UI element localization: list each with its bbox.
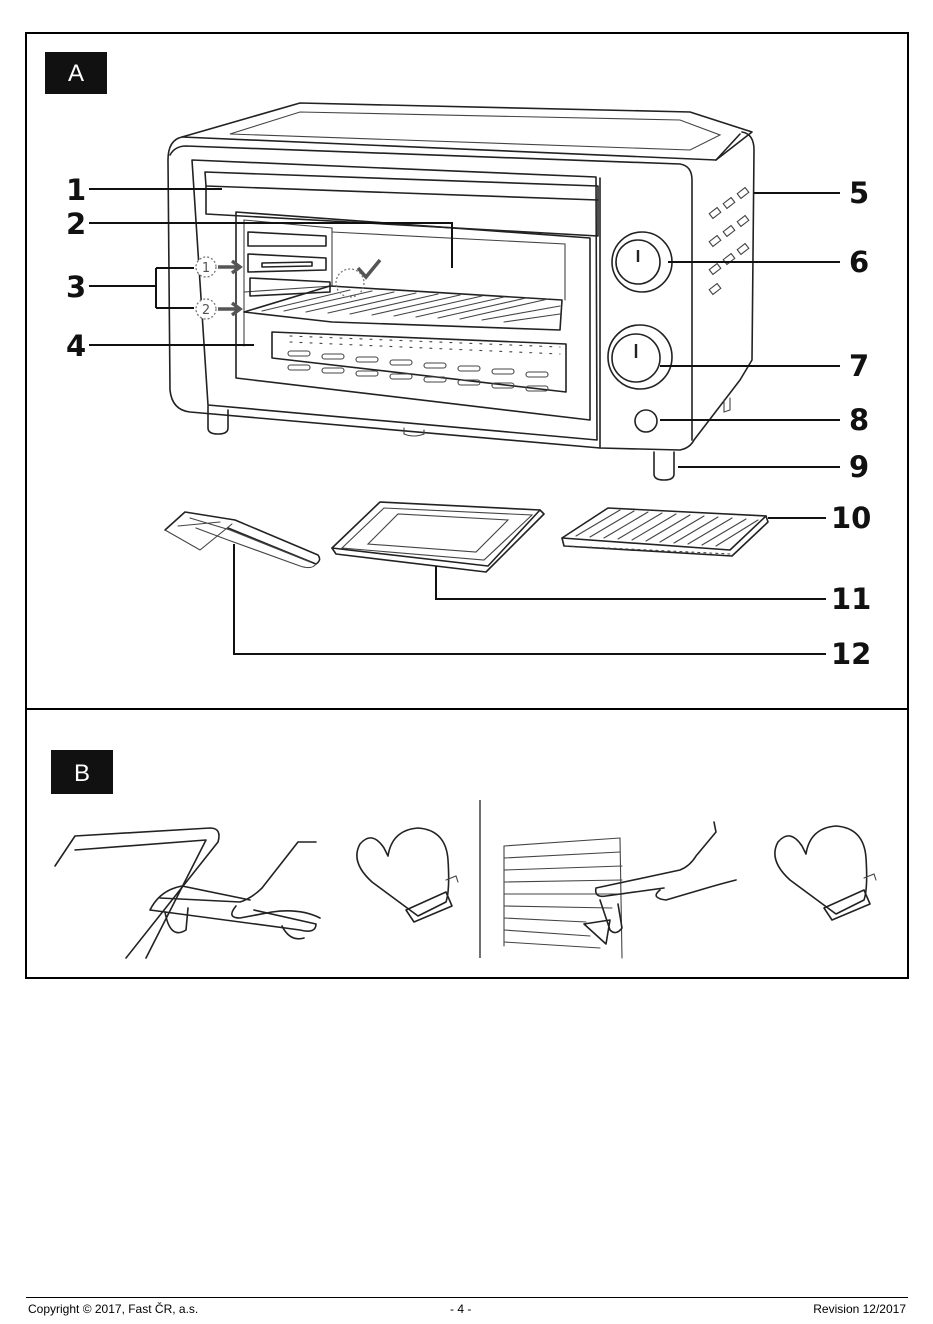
callout-numbers: 1 2 3 4 5 6 7 8 9 10 11 12 (66, 173, 871, 671)
handle-on-tray-illustration (55, 828, 320, 958)
indicator-light (635, 410, 657, 432)
foot-front-right (654, 452, 674, 480)
oven-mitt-icon (357, 828, 458, 922)
section-b-badge: B (51, 750, 113, 794)
timer-knob (612, 232, 672, 292)
handle-on-rack-illustration (504, 822, 736, 958)
callout-4: 4 (66, 329, 86, 363)
oven-illustration: 1 2 (168, 103, 754, 480)
rack-position-label-2: 2 (202, 303, 210, 318)
callout-11: 11 (831, 582, 871, 616)
rack-position-marker-2: 2 (196, 299, 216, 319)
callout-10: 10 (831, 501, 871, 535)
callout-12: 12 (831, 637, 871, 671)
footer-copyright: Copyright © 2017, Fast ČR, a.s. (28, 1302, 198, 1316)
section-b-label: B (74, 760, 90, 787)
baking-tray-illustration (332, 502, 544, 572)
checkmark-icon (358, 260, 380, 277)
callout-9: 9 (849, 450, 869, 484)
foot-front-left (208, 406, 228, 434)
callout-2: 2 (66, 207, 86, 241)
side-vents (709, 188, 749, 295)
rack-position-label-1: 1 (202, 261, 210, 276)
callout-7: 7 (849, 349, 869, 383)
callout-3: 3 (66, 270, 86, 304)
callout-1: 1 (66, 173, 86, 207)
rack-position-marker-1: 1 (196, 257, 216, 277)
arrow-icon (218, 261, 240, 273)
page-footer: Copyright © 2017, Fast ČR, a.s. - 4 - Re… (26, 1297, 908, 1324)
section-a-badge: A (45, 52, 107, 94)
footer-page-number: - 4 - (450, 1302, 471, 1316)
footer-revision: Revision 12/2017 (813, 1302, 906, 1316)
wire-rack-illustration (562, 508, 768, 556)
callout-8: 8 (849, 403, 869, 437)
callout-6: 6 (849, 245, 869, 279)
callout-5: 5 (849, 176, 869, 210)
arrow-icon (218, 303, 240, 315)
oven-mitt-icon (775, 826, 876, 920)
tray-handle-illustration (165, 512, 320, 568)
dashed-highlight-circle (336, 269, 364, 297)
temperature-knob (608, 325, 672, 389)
section-a-label: A (68, 60, 84, 87)
